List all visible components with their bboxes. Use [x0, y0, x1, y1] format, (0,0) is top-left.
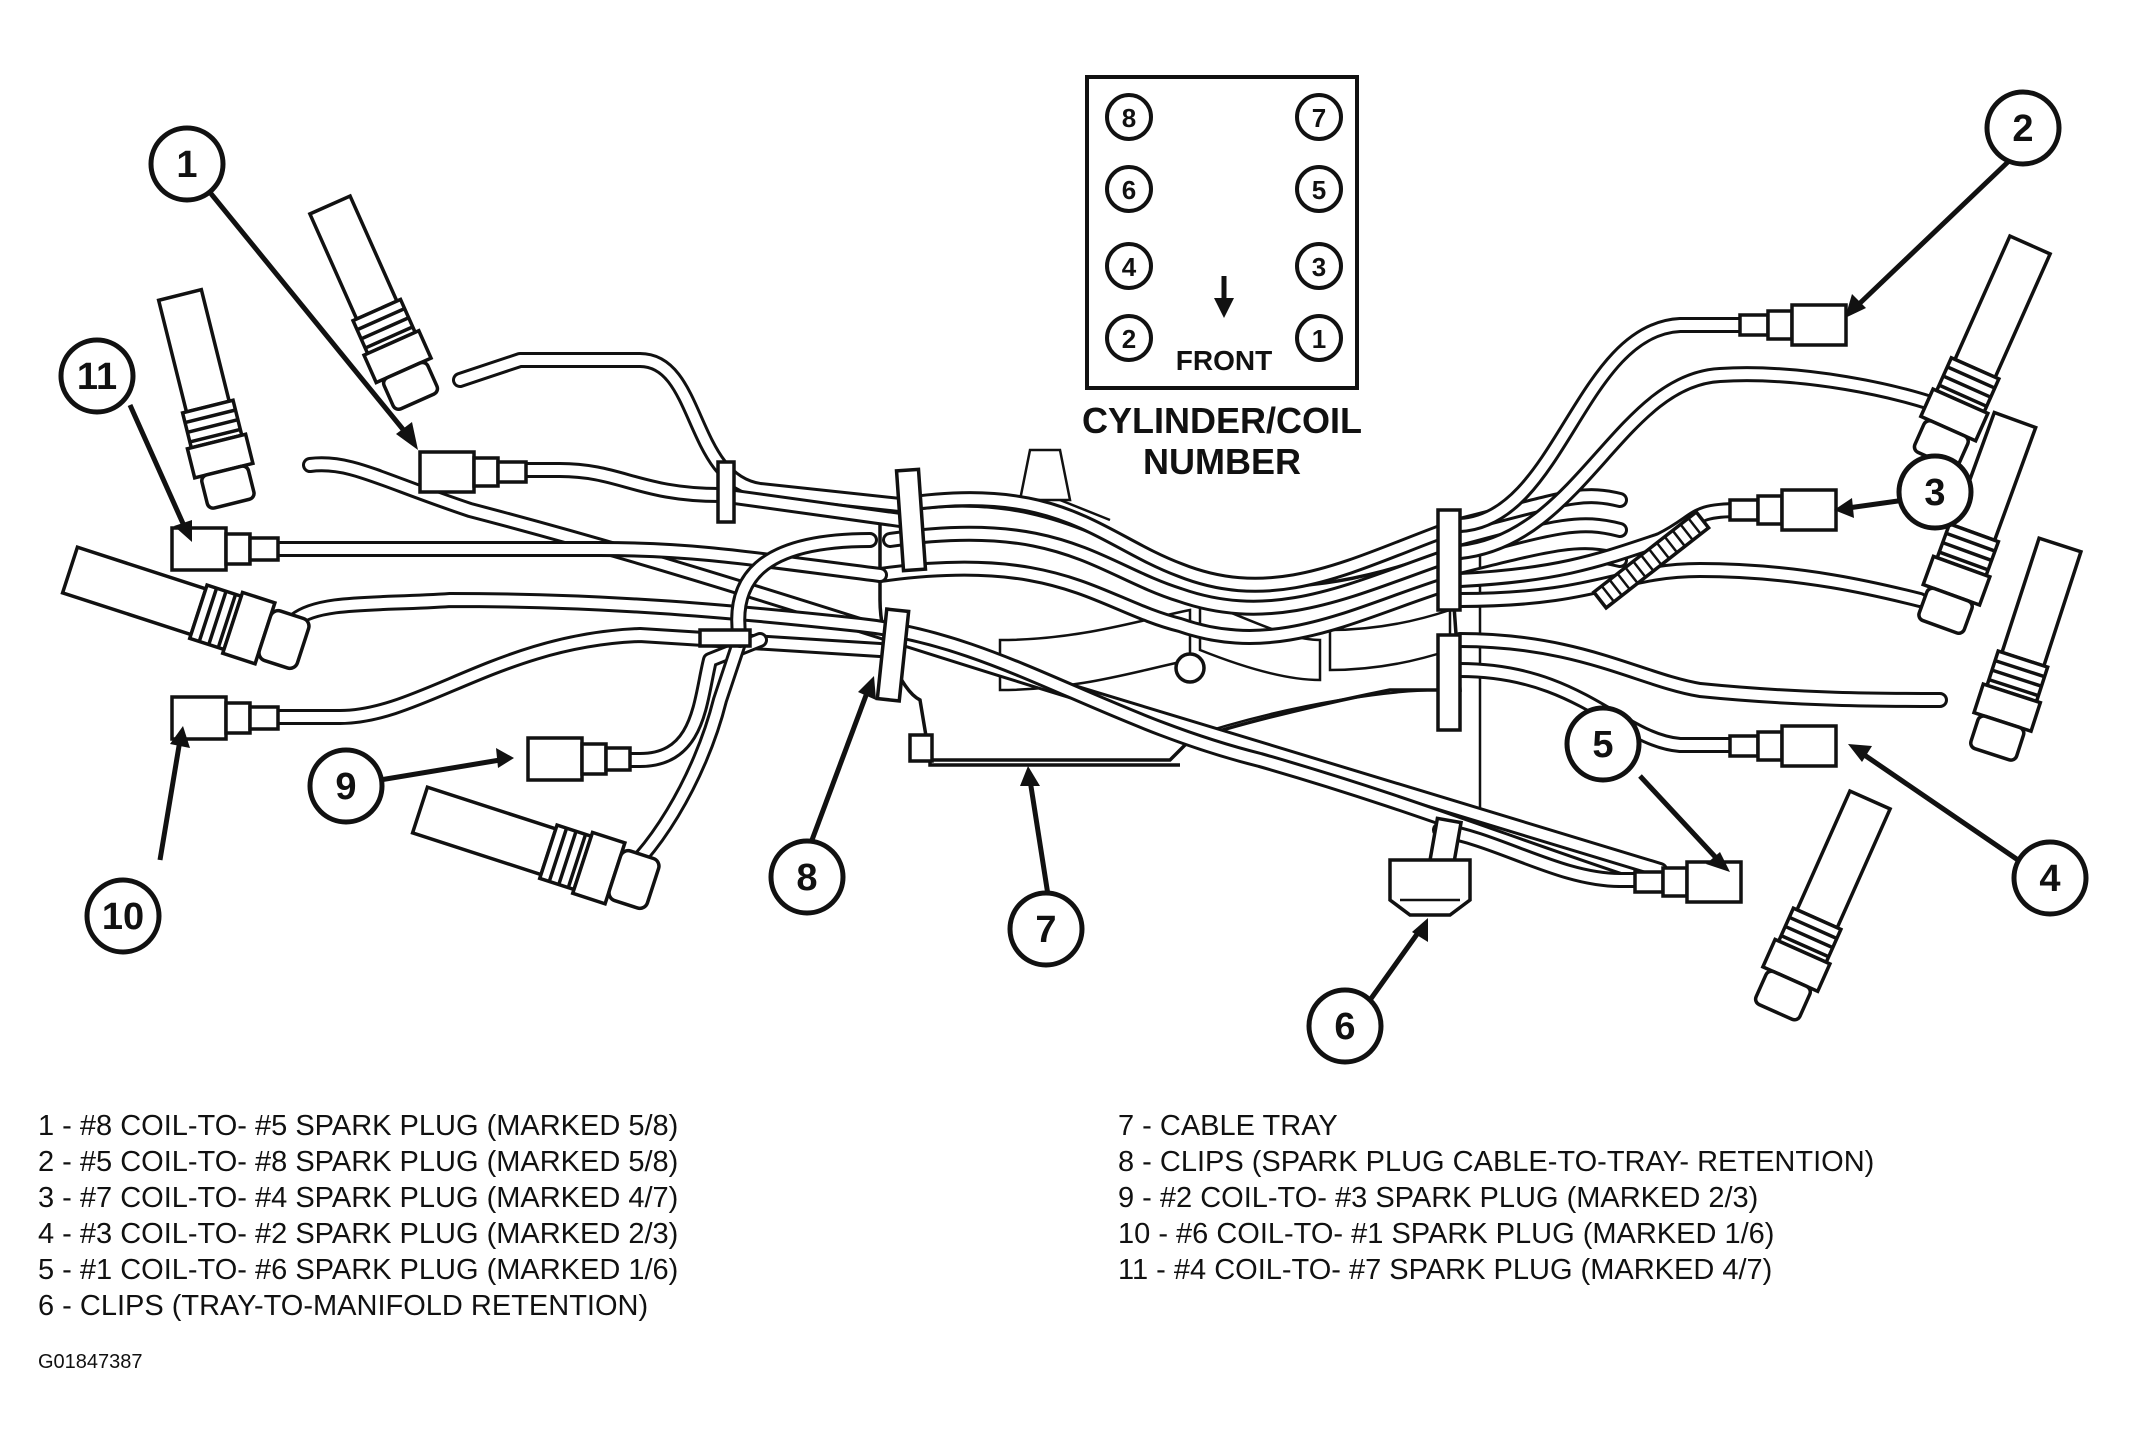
- svg-text:1: 1: [176, 144, 197, 186]
- svg-text:8: 8: [796, 857, 817, 899]
- legend-item-5: 5 - #1 COIL-TO- #6 SPARK PLUG (MARKED 1/…: [38, 1254, 679, 1286]
- svg-text:7: 7: [1312, 103, 1326, 133]
- legend-item-7: 7 - CABLE TRAY: [1118, 1110, 1338, 1142]
- cylinder-number-6: 6: [1105, 165, 1153, 213]
- cylinder-coil-grid: 8 7 6 5 4 3 2 1: [1082, 75, 1362, 482]
- svg-text:11: 11: [77, 356, 117, 398]
- legend-item-10: 10 - #6 COIL-TO- #1 SPARK PLUG (MARKED 1…: [1118, 1218, 1775, 1250]
- callout-2: 2: [1984, 89, 2062, 167]
- svg-text:2: 2: [2012, 108, 2033, 150]
- legend-item-8: 8 - CLIPS (SPARK PLUG CABLE-TO-TRAY- RET…: [1118, 1146, 1875, 1178]
- legend-item-11: 11 - #4 COIL-TO- #7 SPARK PLUG (MARKED 4…: [1118, 1254, 1773, 1286]
- svg-text:9: 9: [335, 766, 356, 808]
- svg-text:6: 6: [1334, 1006, 1355, 1048]
- svg-text:8: 8: [1122, 103, 1136, 133]
- svg-text:3: 3: [1924, 472, 1945, 514]
- front-arrow-icon: [1214, 276, 1234, 318]
- svg-text:5: 5: [1312, 175, 1326, 205]
- cylinder-number-3: 3: [1295, 242, 1343, 290]
- cylinder-number-2: 2: [1105, 314, 1153, 362]
- cylinder-number-4: 4: [1105, 242, 1153, 290]
- cylinder-number-1: 1: [1295, 314, 1343, 362]
- svg-text:4: 4: [1122, 252, 1137, 282]
- legend-item-6: 6 - CLIPS (TRAY-TO-MANIFOLD RETENTION): [38, 1290, 649, 1322]
- tray-clips: [698, 460, 1464, 884]
- callout-6: 6: [1306, 987, 1384, 1065]
- front-label: FRONT: [1176, 345, 1272, 376]
- cylinder-number-5: 5: [1295, 165, 1343, 213]
- callout-10: 10: [84, 877, 162, 955]
- callout-3: 3: [1896, 453, 1974, 531]
- legend-item-3: 3 - #7 COIL-TO- #4 SPARK PLUG (MARKED 4/…: [38, 1182, 679, 1214]
- spark-plug-cables: [272, 317, 1958, 893]
- callout-4: 4: [2011, 839, 2089, 917]
- plug-connectors: [170, 303, 1848, 904]
- legend-left-column: 1 - #8 COIL-TO- #5 SPARK PLUG (MARKED 5/…: [38, 1108, 678, 1324]
- callout-5: 5: [1564, 705, 1642, 783]
- legend-item-4: 4 - #3 COIL-TO- #2 SPARK PLUG (MARKED 2/…: [38, 1218, 679, 1250]
- svg-text:4: 4: [2039, 858, 2060, 900]
- legend-item-1: 1 - #8 COIL-TO- #5 SPARK PLUG (MARKED 5/…: [38, 1110, 679, 1142]
- grid-title-line-2: NUMBER: [1143, 441, 1301, 482]
- svg-text:1: 1: [1312, 324, 1326, 354]
- image-code: G01847387: [38, 1351, 143, 1373]
- callout-7: 7: [1007, 890, 1085, 968]
- cylinder-number-8: 8: [1105, 93, 1153, 141]
- svg-text:2: 2: [1122, 324, 1136, 354]
- legend-item-9: 9 - #2 COIL-TO- #3 SPARK PLUG (MARKED 2/…: [1118, 1182, 1759, 1214]
- callout-11: 11: [58, 337, 136, 415]
- svg-text:10: 10: [102, 896, 144, 938]
- legend-item-2: 2 - #5 COIL-TO- #8 SPARK PLUG (MARKED 5/…: [38, 1146, 679, 1178]
- leader-arrows: [127, 158, 2020, 1002]
- svg-text:5: 5: [1592, 724, 1613, 766]
- svg-text:6: 6: [1122, 175, 1136, 205]
- grid-title-line-1: CYLINDER/COIL: [1082, 400, 1362, 441]
- svg-text:7: 7: [1035, 909, 1056, 951]
- manifold-clip: [1388, 858, 1472, 917]
- cylinder-number-7: 7: [1295, 93, 1343, 141]
- svg-text:3: 3: [1312, 252, 1326, 282]
- callout-9: 9: [307, 747, 385, 825]
- callout-1: 1: [148, 125, 226, 203]
- legend-right-column: 7 - CABLE TRAY 8 - CLIPS (SPARK PLUG CAB…: [1118, 1108, 1874, 1288]
- callout-8: 8: [768, 838, 846, 916]
